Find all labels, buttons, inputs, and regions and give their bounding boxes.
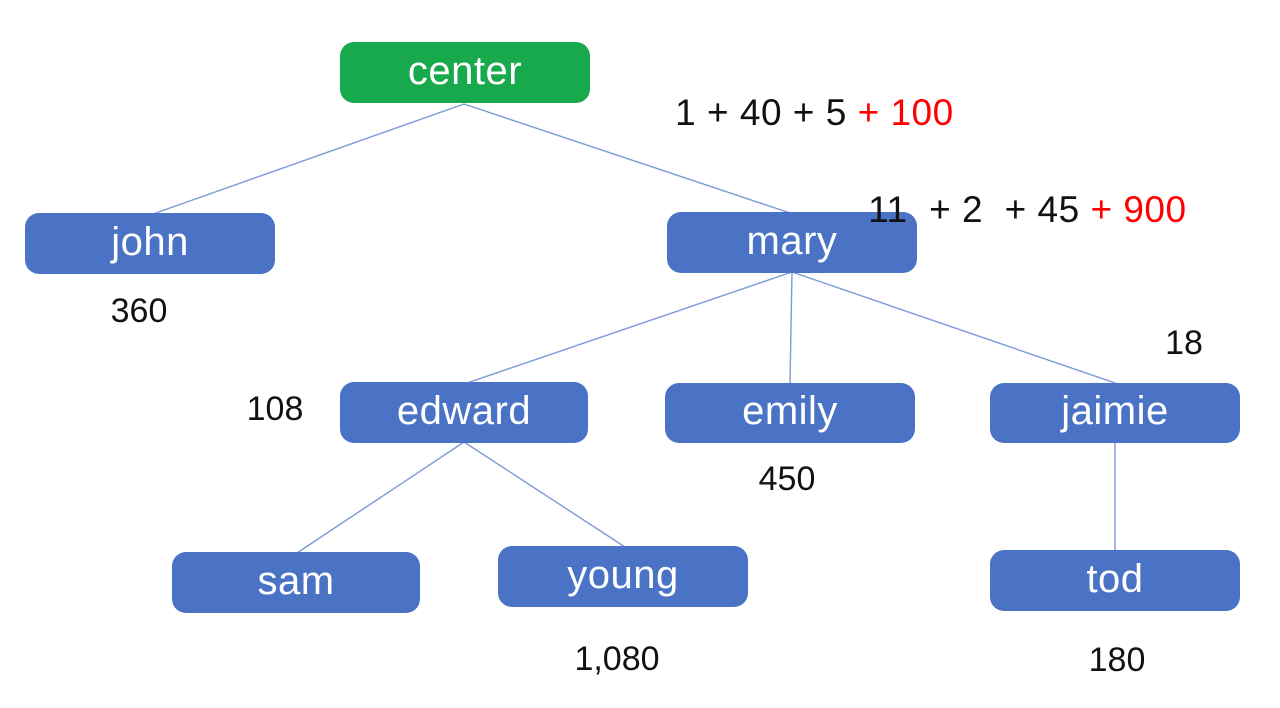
value-emily: 450 — [758, 460, 816, 498]
branch-sum-annotation: 11 + 2 + 45 + 900 — [825, 150, 1187, 270]
node-young: young — [498, 546, 748, 607]
node-sam-label: sam — [257, 558, 335, 603]
node-center-label: center — [407, 48, 523, 93]
node-tod: tod — [990, 550, 1240, 611]
node-jaimie-label: jaimie — [1061, 389, 1169, 433]
node-john: john — [25, 213, 275, 274]
edge-edward-sam — [296, 441, 465, 554]
node-mary-label: mary — [746, 218, 838, 263]
root-sum-base: 1 + 40 + 5 — [675, 92, 858, 133]
root-sum-annotation: 1 + 40 + 5 + 100 — [632, 53, 954, 173]
edge-edward-young — [463, 441, 626, 548]
node-tod-label: tod — [1086, 556, 1144, 601]
root-sum-highlight: + 100 — [857, 92, 954, 133]
value-tod: 180 — [1088, 641, 1146, 679]
edge-center-john — [152, 103, 465, 215]
node-mary: mary — [667, 212, 917, 273]
node-edward-label: edward — [396, 388, 532, 433]
value-john: 360 — [110, 292, 168, 330]
node-young-label: young — [567, 552, 679, 597]
edge-mary-edward — [463, 271, 793, 385]
node-center: center — [340, 42, 590, 103]
value-edward: 108 — [246, 390, 304, 428]
node-sam: sam — [172, 552, 420, 613]
edge-mary-emily — [789, 271, 793, 385]
node-jaimie: jaimie — [990, 383, 1240, 443]
value-jaimie: 18 — [1165, 324, 1203, 362]
node-emily-label: emily — [742, 389, 838, 433]
node-edward: edward — [340, 382, 588, 443]
branch-sum-highlight: + 900 — [1090, 189, 1187, 230]
node-emily: emily — [665, 383, 915, 443]
node-john-label: john — [111, 219, 189, 264]
edge-mary-jaimie — [791, 271, 1119, 385]
value-young: 1,080 — [574, 640, 660, 678]
branch-sum-base: 11 + 2 + 45 — [868, 189, 1091, 230]
